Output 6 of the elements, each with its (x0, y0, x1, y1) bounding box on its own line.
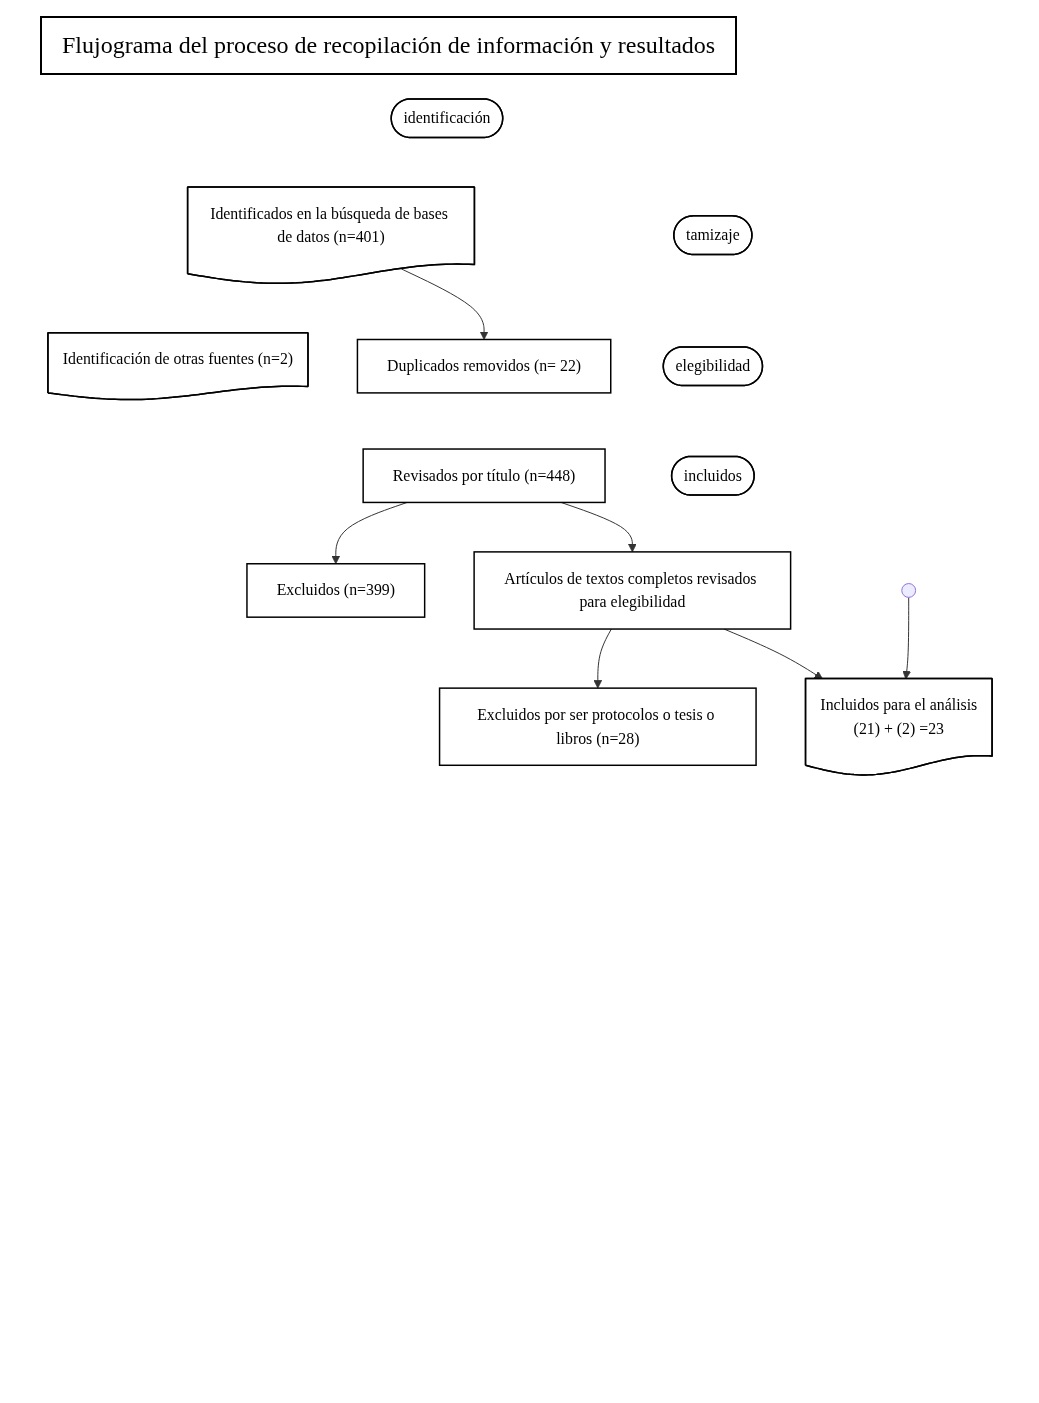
node-box: Duplicados removidos (n= 22) (356, 338, 611, 394)
node-box: Excluidos por ser protocolos o tesis o libros (n=28) (438, 687, 757, 766)
title-box: Flujograma del proceso de recopilación de información y resultados (40, 16, 738, 75)
node-box: Artículos de textos completos revisados para elegibilidad (472, 551, 791, 630)
node-box: Excluidos (n=399) (245, 563, 425, 618)
node-box: Revisados por título (n=448) (361, 448, 606, 504)
